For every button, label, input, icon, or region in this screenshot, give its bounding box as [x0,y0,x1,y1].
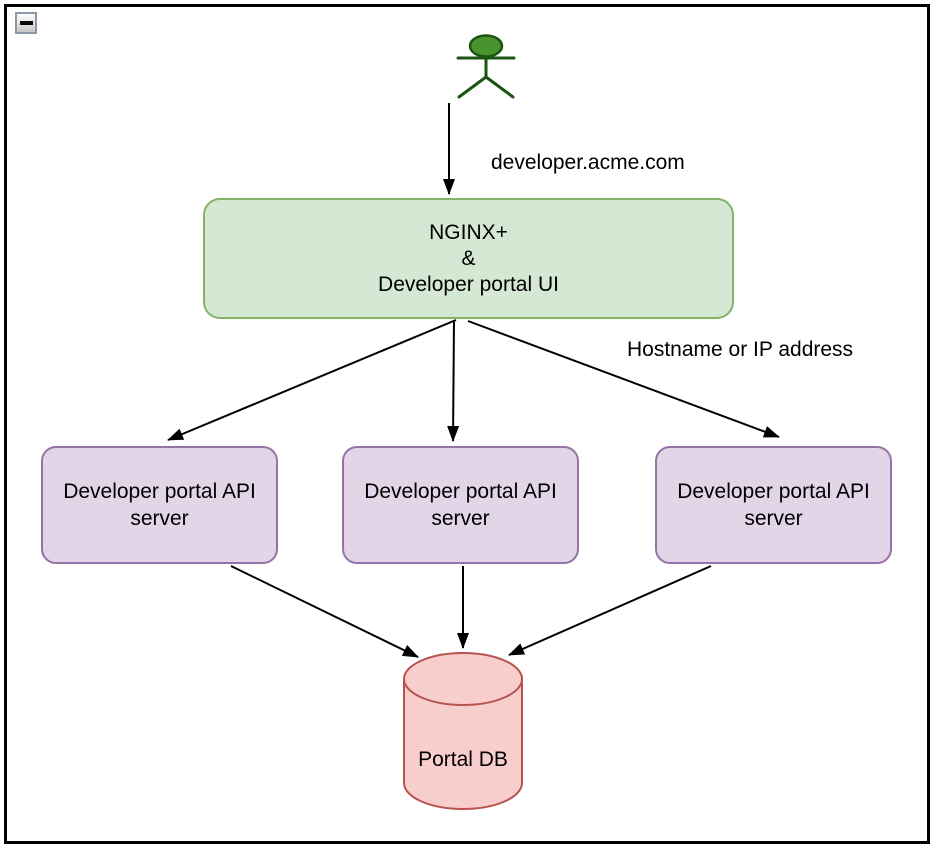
user-actor-icon [456,34,516,99]
node-api-server-2: Developer portal API server [342,446,579,564]
server-label-line-2: server [431,507,490,530]
cylinder-top-rim [403,678,523,706]
request-url-label: developer.acme.com [491,151,685,174]
actor-leg-left [457,75,488,99]
actor-leg-right [484,75,515,99]
routing-label: Hostname or IP address [627,338,854,361]
node-api-server-3: Developer portal API server [655,446,892,564]
gateway-label-line-1: NGINX+ [429,220,508,244]
server-label-line-1: Developer portal API [364,480,557,503]
node-api-server-1: Developer portal API server [41,446,278,564]
minus-icon [19,21,33,25]
gateway-label-line-3: Developer portal UI [378,272,559,296]
server-label-line-1: Developer portal API [63,480,256,503]
server-label-line-2: server [130,507,189,530]
gateway-label-line-2: & [461,246,476,270]
actor-head [468,34,504,58]
collapse-button[interactable] [15,12,37,34]
database-cylinder-icon [403,652,523,810]
cylinder-body [403,652,523,810]
server-label-line-1: Developer portal API [677,480,870,503]
database-label: Portal DB [418,748,508,771]
diagram-frame [4,4,930,844]
node-nginx-gateway: NGINX+ & Developer portal UI [203,198,734,319]
server-label-line-2: server [744,507,803,530]
